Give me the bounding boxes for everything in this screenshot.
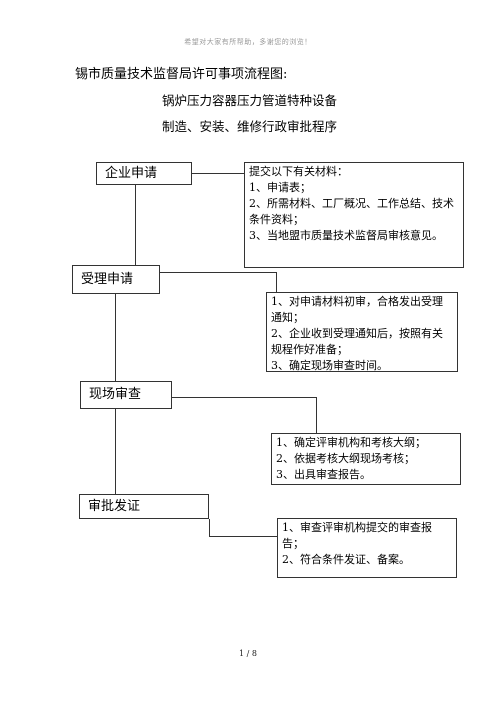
note-line: 提交以下有关材料：	[249, 165, 348, 178]
page-title: 锡市质量技术监督局许可事项流程图:	[75, 67, 288, 82]
step-box-onsite-review: 现场审查	[80, 381, 172, 409]
note-line: 1、对申请材料初审，合格发出受理通知；	[271, 295, 443, 324]
note-line: 1、审查评审机构提交的审查报告；	[282, 521, 432, 550]
note-line: 2、依据考核大纲现场考核；	[276, 452, 415, 465]
note-line: 2、符合条件发证、备案。	[282, 553, 410, 566]
step-box-approval-certification: 审批发证	[79, 494, 209, 519]
note-line: 3、出具审查报告。	[276, 468, 371, 481]
connector-line	[160, 272, 276, 273]
connector-line	[209, 536, 277, 537]
header-note: 希望对大家有所帮助，多谢您的浏览！	[184, 38, 312, 46]
note-line: 1、申请表；	[249, 181, 311, 194]
step-label: 现场审查	[89, 387, 142, 402]
step-label: 受理申请	[81, 272, 134, 287]
step-label: 企业申请	[105, 166, 158, 181]
note-box-approval: 1、审查评审机构提交的审查报告； 2、符合条件发证、备案。	[277, 518, 457, 578]
connector-line	[316, 397, 317, 433]
note-line: 3、当地盟市质量技术监督局审核意见。	[249, 229, 443, 242]
note-line: 2、所需材料、工厂概况、工作总结、技术条件资料；	[249, 197, 454, 226]
step-box-accept-application: 受理申请	[72, 265, 160, 294]
subtitle-line-1: 锅炉压力容器压力管道特种设备	[162, 93, 338, 108]
connector-line	[172, 397, 316, 398]
subtitle-line-2: 制造、安装、维修行政审批程序	[162, 119, 338, 134]
note-box-onsite-review: 1、确定评审机构和考核大纲； 2、依据考核大纲现场考核； 3、出具审查报告。	[271, 433, 461, 485]
step-box-enterprise-application: 企业申请	[96, 162, 192, 185]
note-line: 3、确定现场审查时间。	[271, 359, 388, 372]
connector-line	[276, 272, 277, 292]
page-number: 1 / 8	[239, 649, 257, 658]
note-box-acceptance: 1、对申请材料初审，合格发出受理通知； 2、企业收到受理通知后，按照有关规程作好…	[266, 292, 458, 372]
note-line: 1、确定评审机构和考核大纲；	[276, 436, 426, 449]
note-line: 2、企业收到受理通知后，按照有关规程作好准备；	[271, 327, 443, 356]
note-box-application-materials: 提交以下有关材料： 1、申请表； 2、所需材料、工厂概况、工作总结、技术条件资料…	[244, 162, 464, 268]
connector-line	[209, 519, 210, 536]
connector-line	[115, 294, 116, 381]
connector-line	[192, 173, 244, 174]
connector-line	[135, 185, 136, 265]
connector-line	[115, 409, 116, 494]
step-label: 审批发证	[88, 499, 141, 514]
